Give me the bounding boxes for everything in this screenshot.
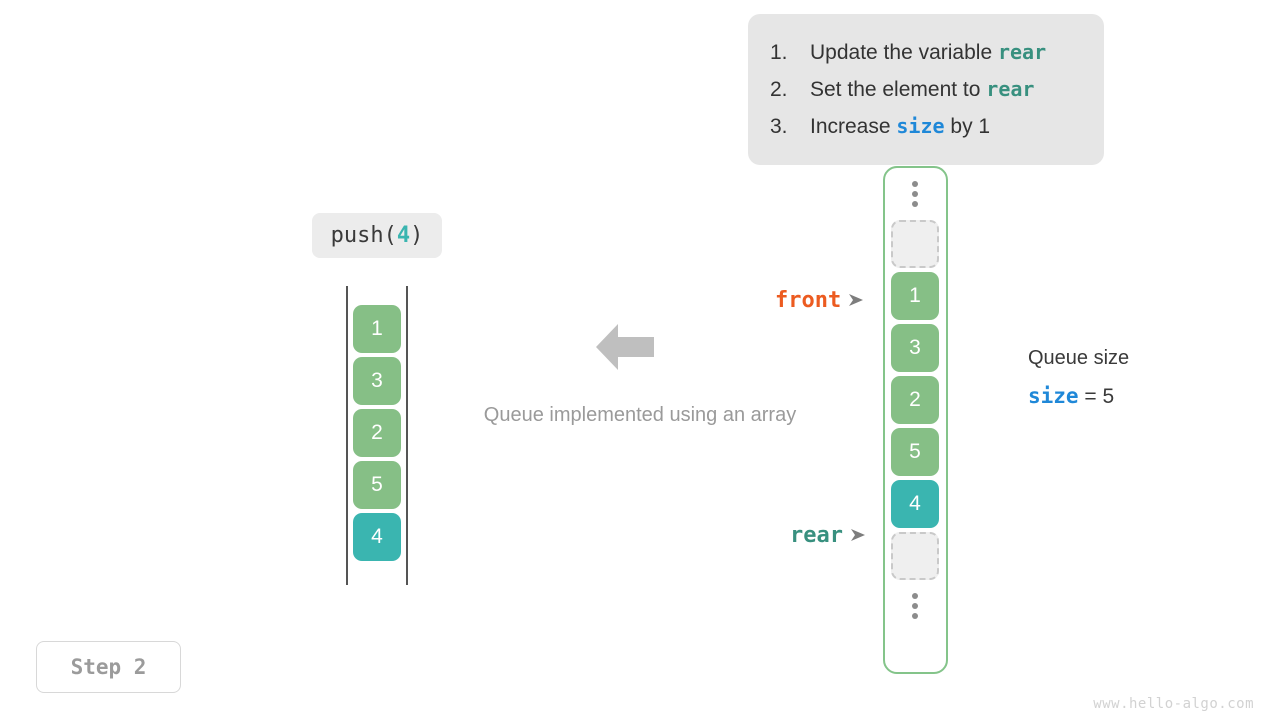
left-arrow-icon bbox=[596, 324, 654, 370]
logical-queue-cell: 2 bbox=[353, 409, 401, 457]
arrow-right-icon bbox=[849, 294, 864, 306]
array-queue-container: 1 3 2 5 4 bbox=[883, 166, 948, 674]
logical-queue-cells: 1 3 2 5 4 bbox=[353, 305, 401, 561]
queue-size-title: Queue size bbox=[1028, 347, 1130, 369]
instruction-step-3-code: size bbox=[896, 114, 945, 138]
instruction-step-1-text-pre: Update the variable bbox=[810, 41, 998, 64]
queue-size-expression: size = 5 bbox=[1028, 382, 1248, 411]
queue-size-variable: size bbox=[1028, 384, 1079, 408]
array-queue-cell: 3 bbox=[891, 324, 939, 372]
instruction-card: 1. Update the variable rear 2. Set the e… bbox=[748, 14, 1104, 165]
queue-size-info: Queue size size = 5 bbox=[1028, 344, 1248, 411]
step-badge: Step 2 bbox=[36, 641, 181, 693]
operation-value: 4 bbox=[396, 223, 411, 248]
queue-size-value: 5 bbox=[1102, 385, 1115, 408]
array-queue-cell-empty bbox=[891, 220, 939, 268]
array-queue-cell: 2 bbox=[891, 376, 939, 424]
rear-pointer-label: rear bbox=[790, 522, 843, 548]
array-queue-cell: 1 bbox=[891, 272, 939, 320]
diagram-caption: Queue implemented using an array bbox=[483, 404, 797, 426]
operation-label: push(4) bbox=[312, 213, 442, 258]
queue-size-equals: = bbox=[1078, 385, 1103, 408]
logical-queue-right-bracket bbox=[406, 286, 408, 585]
instruction-step-2: 2. Set the element to rear bbox=[770, 71, 1078, 108]
logical-queue-cell: 4 bbox=[353, 513, 401, 561]
array-queue-inner: 1 3 2 5 4 bbox=[891, 168, 939, 632]
instruction-step-3: 3. Increase size by 1 bbox=[770, 108, 1078, 145]
instruction-step-3-text-post: by 1 bbox=[944, 115, 991, 138]
logical-queue-cell: 5 bbox=[353, 461, 401, 509]
vertical-ellipsis-icon-bottom bbox=[891, 580, 939, 632]
array-queue-cell-empty bbox=[891, 532, 939, 580]
operation-close-paren: ) bbox=[410, 223, 424, 248]
watermark: www.hello-algo.com bbox=[1093, 696, 1254, 712]
instruction-step-3-text-pre: Increase bbox=[810, 115, 897, 138]
instruction-step-1: 1. Update the variable rear bbox=[770, 34, 1078, 71]
rear-pointer-marker: rear bbox=[790, 521, 866, 549]
operation-name: push( bbox=[330, 223, 397, 248]
array-queue-cells: 1 3 2 5 4 bbox=[891, 220, 939, 580]
logical-queue-cell: 3 bbox=[353, 357, 401, 405]
array-queue-cell: 4 bbox=[891, 480, 939, 528]
logical-queue-left-bracket bbox=[346, 286, 348, 585]
instruction-step-2-text-pre: Set the element to bbox=[810, 78, 987, 101]
instruction-step-2-number: 2. bbox=[770, 78, 788, 101]
array-queue-cell: 5 bbox=[891, 428, 939, 476]
vertical-ellipsis-icon-top bbox=[891, 168, 939, 220]
instruction-step-1-code: rear bbox=[997, 40, 1047, 64]
front-pointer-marker: front bbox=[775, 286, 864, 314]
arrow-right-icon bbox=[850, 529, 865, 541]
instruction-step-3-number: 3. bbox=[770, 115, 788, 138]
front-pointer-label: front bbox=[775, 287, 842, 313]
logical-queue: 1 3 2 5 4 bbox=[346, 286, 408, 585]
logical-queue-cell: 1 bbox=[353, 305, 401, 353]
instruction-step-2-code: rear bbox=[986, 77, 1035, 101]
instruction-step-1-number: 1. bbox=[770, 41, 788, 64]
